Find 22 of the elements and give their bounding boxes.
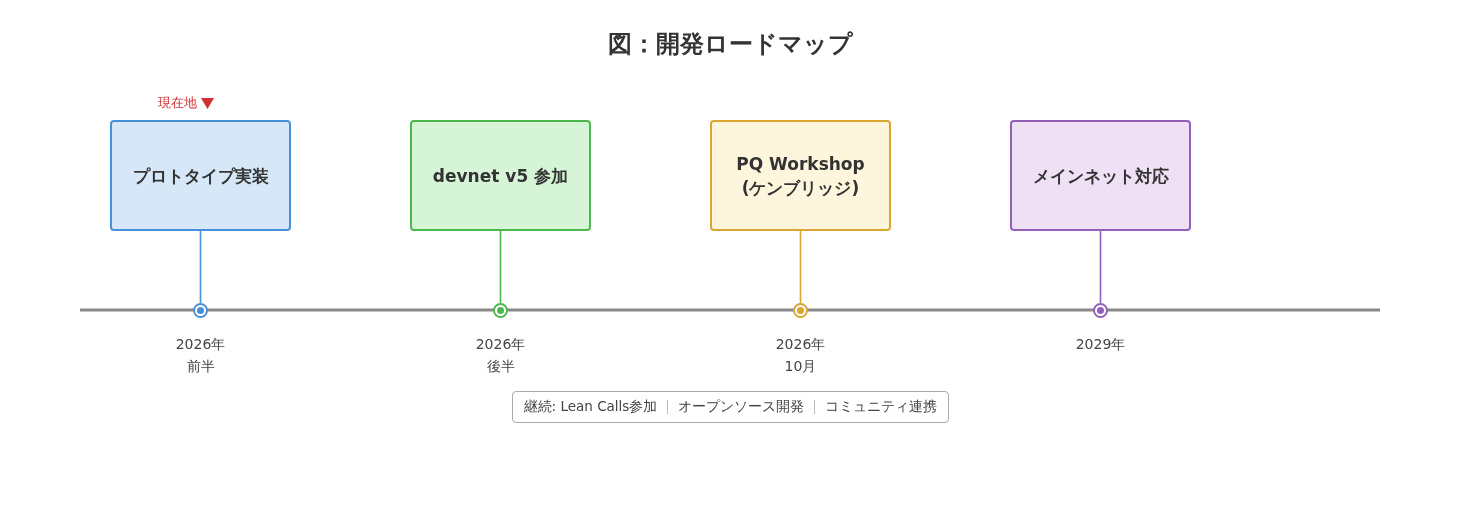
continuing-activities-box [512,391,949,423]
milestone-dot [193,303,208,318]
current-position-label: 現在地 [158,94,197,112]
milestone-box: PQ Workshop (ケンブリッジ) [710,120,891,231]
activity-text: 継続: Lean Calls参加 [523,398,658,416]
activity-text: コミュニティ連携 [825,398,938,416]
milestone-box: プロトタイプ実装 [110,120,291,231]
date-label: 2029年 [1074,335,1127,354]
date-label: 2026年 後半 [474,335,527,376]
activity-text: オープンソース開発 [678,398,805,416]
milestone-dot [793,303,808,318]
connector-line [1099,230,1102,304]
connector-line [799,230,802,304]
milestone-box: メインネット対応 [1010,120,1191,231]
date-label: 2026年 前半 [174,335,227,376]
milestone-dot [1093,303,1108,318]
diagram-title: 図：開発ロードマップ [606,29,854,60]
date-label: 2026年 10月 [774,335,827,376]
connector-line [499,230,502,304]
milestone-dot [493,303,508,318]
connector-line [199,230,202,304]
milestone-box: devnet v5 参加 [410,120,591,231]
